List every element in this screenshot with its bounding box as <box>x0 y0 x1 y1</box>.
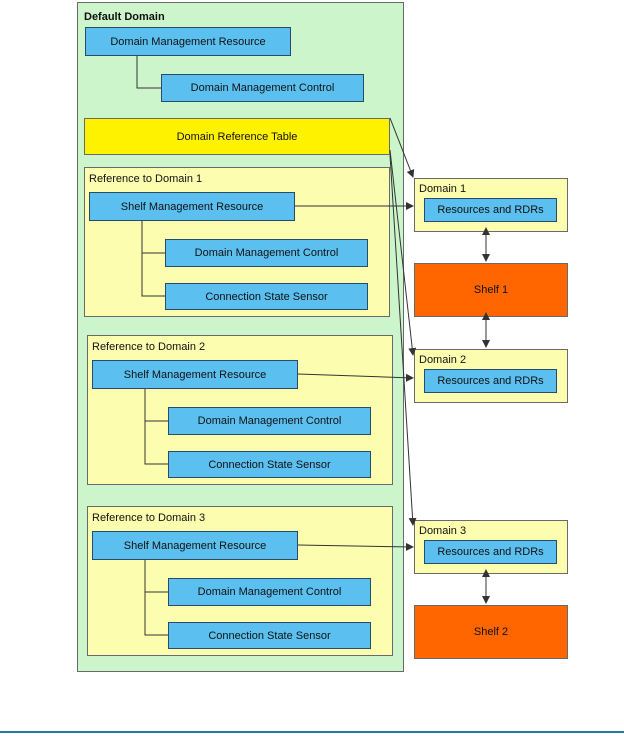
domain-1-title: Domain 1 <box>419 183 467 195</box>
reference-domain-1-title: Reference to Domain 1 <box>89 173 203 185</box>
domain-2-title: Domain 2 <box>419 354 467 366</box>
reference-domain-2-title: Reference to Domain 2 <box>92 341 206 353</box>
ref3-domain-management-control: Domain Management Control <box>168 578 371 606</box>
domain-management-resource: Domain Management Resource <box>85 27 291 56</box>
ref2-domain-management-control: Domain Management Control <box>168 407 371 435</box>
ref3-connection-state-sensor: Connection State Sensor <box>168 622 371 649</box>
ref1-domain-management-control: Domain Management Control <box>165 239 368 267</box>
arrow-table-to-domain1 <box>389 117 415 178</box>
reference-domain-3-title: Reference to Domain 3 <box>92 512 206 524</box>
tree-connector-ref1 <box>141 221 165 297</box>
ref2-connection-state-sensor: Connection State Sensor <box>168 451 371 478</box>
footer-divider <box>0 731 624 733</box>
shelf-2: Shelf 2 <box>414 605 568 659</box>
ref1-shelf-management-resource: Shelf Management Resource <box>89 192 295 221</box>
domain-3-title: Domain 3 <box>419 525 467 537</box>
domain-2-resources: Resources and RDRs <box>424 369 557 393</box>
arrow-table-to-domain2 <box>389 149 417 356</box>
ref1-connection-state-sensor: Connection State Sensor <box>165 283 368 310</box>
tree-connector-ref3 <box>144 560 168 636</box>
arrow-table-to-domain3 <box>389 154 417 526</box>
tree-connector-ref2 <box>144 389 168 465</box>
shelf-1: Shelf 1 <box>414 263 568 317</box>
domain-1-resources: Resources and RDRs <box>424 198 557 222</box>
ref3-shelf-management-resource: Shelf Management Resource <box>92 531 298 560</box>
tree-connector-default <box>136 56 161 89</box>
domain-3-resources: Resources and RDRs <box>424 540 557 564</box>
default-domain-title: Default Domain <box>84 11 165 23</box>
arrow-ref3-to-domain3 <box>297 542 414 551</box>
domain-reference-table: Domain Reference Table <box>84 118 390 155</box>
arrow-ref2-to-domain2 <box>297 373 414 382</box>
domain-management-control: Domain Management Control <box>161 74 364 102</box>
ref2-shelf-management-resource: Shelf Management Resource <box>92 360 298 389</box>
